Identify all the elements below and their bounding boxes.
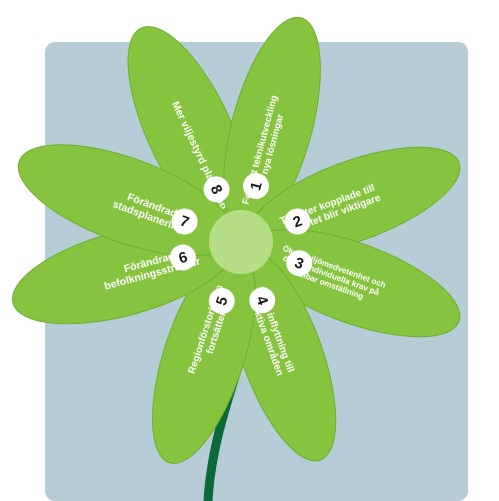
petal-2-number: 2	[284, 208, 311, 235]
number-circle	[249, 287, 276, 314]
petal-6-number: 6	[170, 244, 196, 271]
number-circle	[208, 288, 235, 314]
petal-3-number: 3	[286, 250, 313, 277]
flower-center	[209, 210, 273, 274]
number-circle	[171, 208, 198, 235]
petal-1-number: 1	[243, 173, 269, 199]
number-circle	[203, 176, 230, 203]
petal-4-number: 4	[249, 287, 276, 314]
petal-8-number: 8	[203, 176, 230, 203]
number-circle	[243, 173, 269, 199]
number-circle	[170, 244, 196, 271]
petal-5-number: 5	[208, 288, 235, 314]
number-circle	[286, 250, 313, 277]
petal-7-number: 7	[171, 208, 198, 235]
number-circle	[284, 208, 311, 235]
